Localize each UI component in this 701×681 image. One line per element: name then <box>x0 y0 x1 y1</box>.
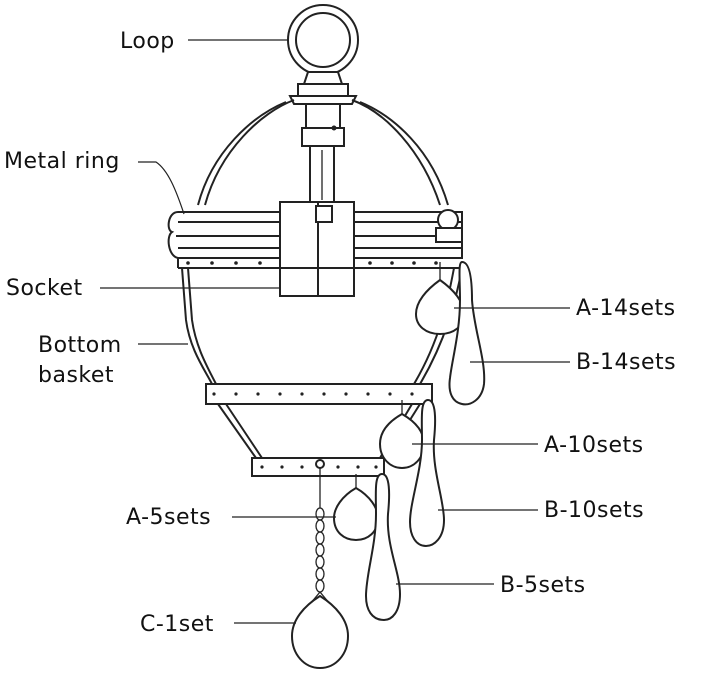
chain-c1 <box>290 468 350 670</box>
loop-ring <box>287 4 359 76</box>
crystal-b10 <box>408 398 446 548</box>
ring-finial <box>435 209 463 243</box>
label-b5: B-5sets <box>500 573 586 598</box>
crystal-a5 <box>332 474 380 542</box>
label-b14: B-14sets <box>576 350 676 375</box>
label-c1: C-1set <box>140 612 214 637</box>
leader-lines <box>100 39 570 624</box>
crystal-b5 <box>364 472 402 622</box>
label-loop: Loop <box>120 29 175 54</box>
socket-block <box>279 201 355 297</box>
label-bottom-basket-line1: Bottom <box>38 333 122 358</box>
label-a10: A-10sets <box>544 433 644 458</box>
crystal-b14 <box>448 260 486 406</box>
label-a5: A-5sets <box>126 505 211 530</box>
label-bottom-basket-line2: basket <box>38 363 114 388</box>
label-a14: A-14sets <box>576 296 676 321</box>
stem-rod <box>301 103 345 203</box>
crystal-a14 <box>414 262 466 336</box>
crown-cap <box>288 71 358 105</box>
crystal-a10 <box>378 400 426 470</box>
label-b10: B-10sets <box>544 498 644 523</box>
ring-holes <box>177 258 462 269</box>
frame-arms <box>197 99 449 206</box>
label-metal-ring: Metal ring <box>4 149 120 174</box>
label-socket: Socket <box>6 276 83 301</box>
bottom-basket <box>181 267 463 477</box>
